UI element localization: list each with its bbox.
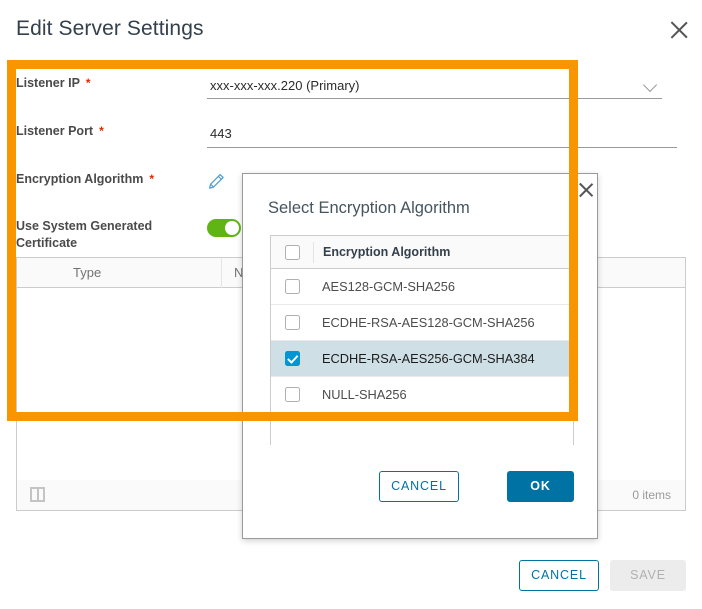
row-checkbox-cell [271,315,313,330]
row-checkbox[interactable] [284,351,300,366]
datagrid-items-count: 0 items [632,488,671,502]
toggle-knob [225,221,239,235]
select-all-cell [271,241,314,263]
grid-footer [271,413,573,446]
list-item-label: AES128-GCM-SHA256 [322,279,455,294]
listener-port-underline [207,147,677,148]
listener-port-label: Listener Port * [16,123,104,140]
use-system-generated-certificate-toggle[interactable] [207,219,241,237]
list-item[interactable]: ECDHE-RSA-AES128-GCM-SHA256 [271,305,573,341]
grid-header-row: Encryption Algorithm [271,236,573,269]
listener-port-value[interactable]: 443 [210,126,232,141]
list-item[interactable]: AES128-GCM-SHA256 [271,269,573,305]
close-icon[interactable] [577,181,595,199]
column-picker-bar [36,489,39,500]
encryption-algorithm-label: Encryption Algorithm * [16,171,154,188]
datagrid-column-type[interactable]: Type [73,265,102,280]
modal-ok-button[interactable]: OK [507,471,574,502]
listener-port-label-text: Listener Port [16,124,94,138]
required-marker: * [149,172,154,186]
grid-column-encryption-algorithm: Encryption Algorithm [323,245,451,259]
list-item[interactable]: NULL-SHA256 [271,377,573,413]
pencil-icon[interactable] [207,172,226,191]
list-item-label: ECDHE-RSA-AES256-GCM-SHA384 [322,351,535,366]
row-checkbox[interactable] [284,387,300,402]
modal-title: Select Encryption Algorithm [268,199,470,217]
list-item-label: NULL-SHA256 [322,387,407,402]
chevron-down-icon[interactable] [642,77,658,93]
row-checkbox[interactable] [284,279,300,294]
required-marker: * [99,124,104,138]
listener-ip-label: Listener IP * [16,75,91,92]
column-picker-icon[interactable] [30,487,45,502]
required-marker: * [85,76,91,90]
cancel-button[interactable]: CANCEL [519,560,599,591]
encryption-algorithm-label-text: Encryption Algorithm [16,172,144,186]
list-item-label: ECDHE-RSA-AES128-GCM-SHA256 [322,315,535,330]
row-checkbox-cell [271,279,313,294]
row-checkbox-cell [271,351,313,366]
modal-cancel-button[interactable]: CANCEL [379,471,459,502]
use-system-generated-certificate-label: Use System Generated Certificate [16,219,153,250]
page-title: Edit Server Settings [16,17,204,40]
close-icon[interactable] [668,19,690,41]
listener-ip-value[interactable]: xxx-xxx-xxx.220 (Primary) [210,78,360,93]
save-button: SAVE [610,560,686,591]
list-item[interactable]: ECDHE-RSA-AES256-GCM-SHA384 [271,341,573,377]
row-checkbox[interactable] [284,315,300,330]
select-encryption-algorithm-modal: Select Encryption Algorithm Encryption A… [242,173,598,539]
row-checkbox-cell [271,387,313,402]
listener-ip-label-text: Listener IP [16,76,80,90]
encryption-algorithm-grid: Encryption Algorithm AES128-GCM-SHA256 E… [270,235,574,446]
select-all-checkbox[interactable] [284,244,300,260]
listener-ip-underline [207,98,662,99]
